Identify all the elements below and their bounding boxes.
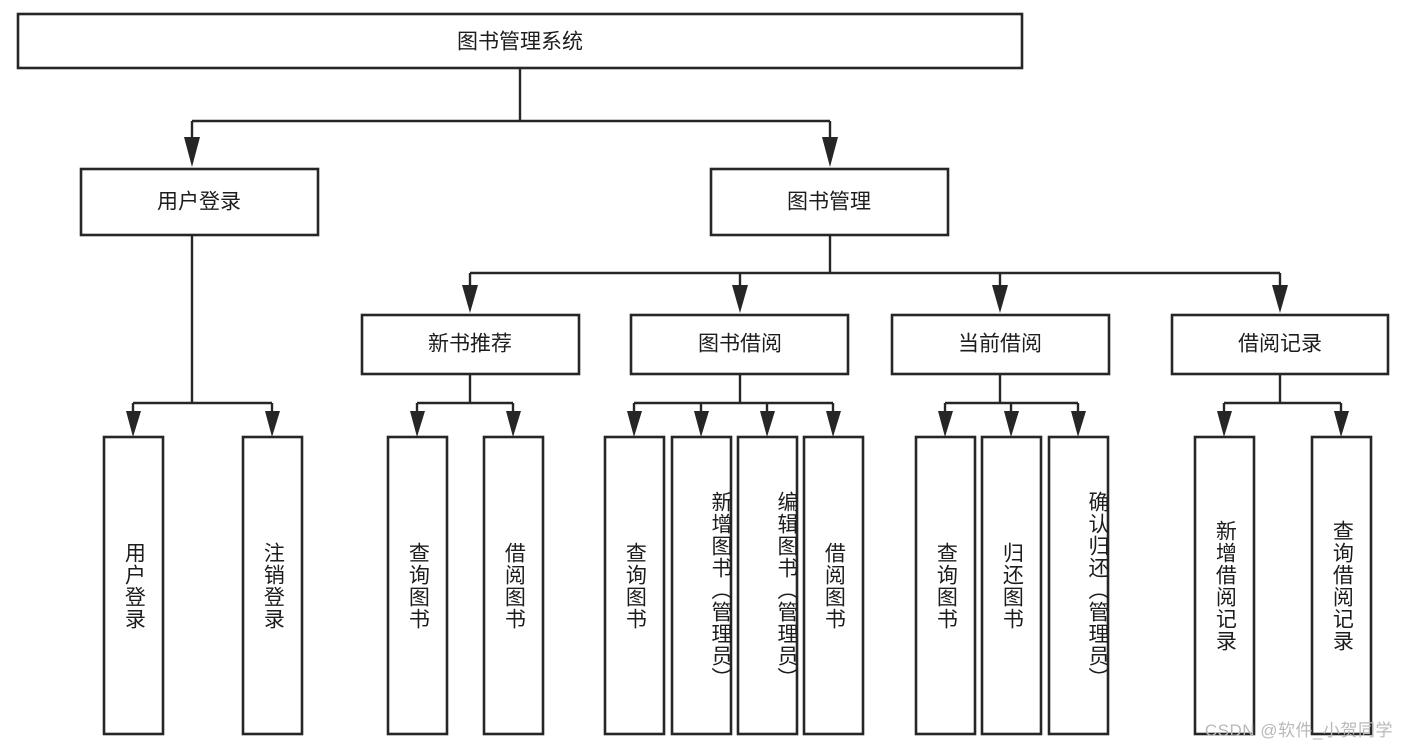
node-book-management-label: 图书管理	[787, 191, 871, 214]
watermark-text: CSDN @软件_小贺同学	[1204, 721, 1393, 740]
node-leaf-borrow-books-nbr[interactable]	[482, 435, 545, 736]
node-leaf-add-book-admin[interactable]	[670, 435, 733, 736]
connector-group-borrow-record	[1217, 374, 1349, 437]
connector-group-current-borrow	[938, 374, 1086, 437]
arrow-head-leaf-user-login	[126, 411, 141, 437]
arrow-head-nbr-leaf-1	[410, 411, 425, 437]
connector-group-new-book-rec	[410, 374, 521, 437]
arrow-head-br-leaf-2	[1334, 411, 1349, 437]
node-user-login[interactable]	[79, 167, 320, 237]
arrow-head-cb-leaf-1	[938, 411, 953, 437]
node-leaf-user-login[interactable]	[102, 435, 165, 736]
node-book-borrowing-label: 图书借阅	[698, 333, 782, 356]
arrow-head-nbr-leaf-2	[506, 411, 521, 437]
node-book-management[interactable]	[709, 167, 950, 237]
node-leaf-query-books-bb[interactable]	[603, 435, 666, 736]
connector-group-book-mgmt	[462, 236, 1288, 313]
node-borrowing-record-label: 借阅记录	[1238, 333, 1322, 356]
connector-group-book-borrow	[627, 374, 841, 437]
connector-group-root	[184, 69, 838, 167]
arrow-head-cb-leaf-3	[1071, 411, 1086, 437]
node-current-borrowing[interactable]	[890, 313, 1111, 376]
node-root-book-management-system[interactable]	[16, 12, 1024, 70]
connector-group-user-login	[126, 236, 280, 437]
node-leaf-return-books[interactable]	[980, 435, 1043, 736]
node-leaf-query-books-nbr[interactable]	[386, 435, 449, 736]
arrow-head-user-login	[184, 137, 200, 167]
arrow-head-bb-leaf-3	[760, 411, 775, 437]
arrow-head-bb-leaf-4	[826, 411, 841, 437]
node-borrowing-record[interactable]	[1170, 313, 1390, 376]
arrow-head-current-borrow	[992, 285, 1008, 313]
node-leaf-add-borrow-record[interactable]	[1193, 435, 1256, 736]
node-new-book-recommendation[interactable]	[360, 313, 581, 376]
arrow-head-new-book-rec	[462, 285, 478, 313]
arrow-head-book-mgmt	[822, 137, 838, 167]
node-current-borrowing-label: 当前借阅	[958, 333, 1042, 356]
node-root-label: 图书管理系统	[457, 31, 583, 54]
arrow-head-bb-leaf-2	[694, 411, 709, 437]
node-leaf-logout[interactable]	[241, 435, 304, 736]
node-leaf-edit-book-admin[interactable]	[736, 435, 799, 736]
node-leaf-query-borrow-record[interactable]	[1310, 435, 1373, 736]
node-new-book-recommendation-label: 新书推荐	[428, 333, 512, 356]
arrow-head-book-borrow	[732, 285, 748, 313]
node-user-login-label: 用户登录	[157, 191, 241, 214]
node-leaf-query-books-cb[interactable]	[914, 435, 977, 736]
node-leaf-confirm-return-admin[interactable]	[1047, 435, 1110, 736]
arrow-head-leaf-logout	[265, 411, 280, 437]
arrow-head-bb-leaf-1	[627, 411, 642, 437]
node-leaf-borrow-books-bb[interactable]	[802, 435, 865, 736]
arrow-head-br-leaf-1	[1217, 411, 1232, 437]
arrow-head-cb-leaf-2	[1004, 411, 1019, 437]
node-book-borrowing[interactable]	[629, 313, 850, 376]
arrow-head-borrow-record	[1272, 285, 1288, 313]
